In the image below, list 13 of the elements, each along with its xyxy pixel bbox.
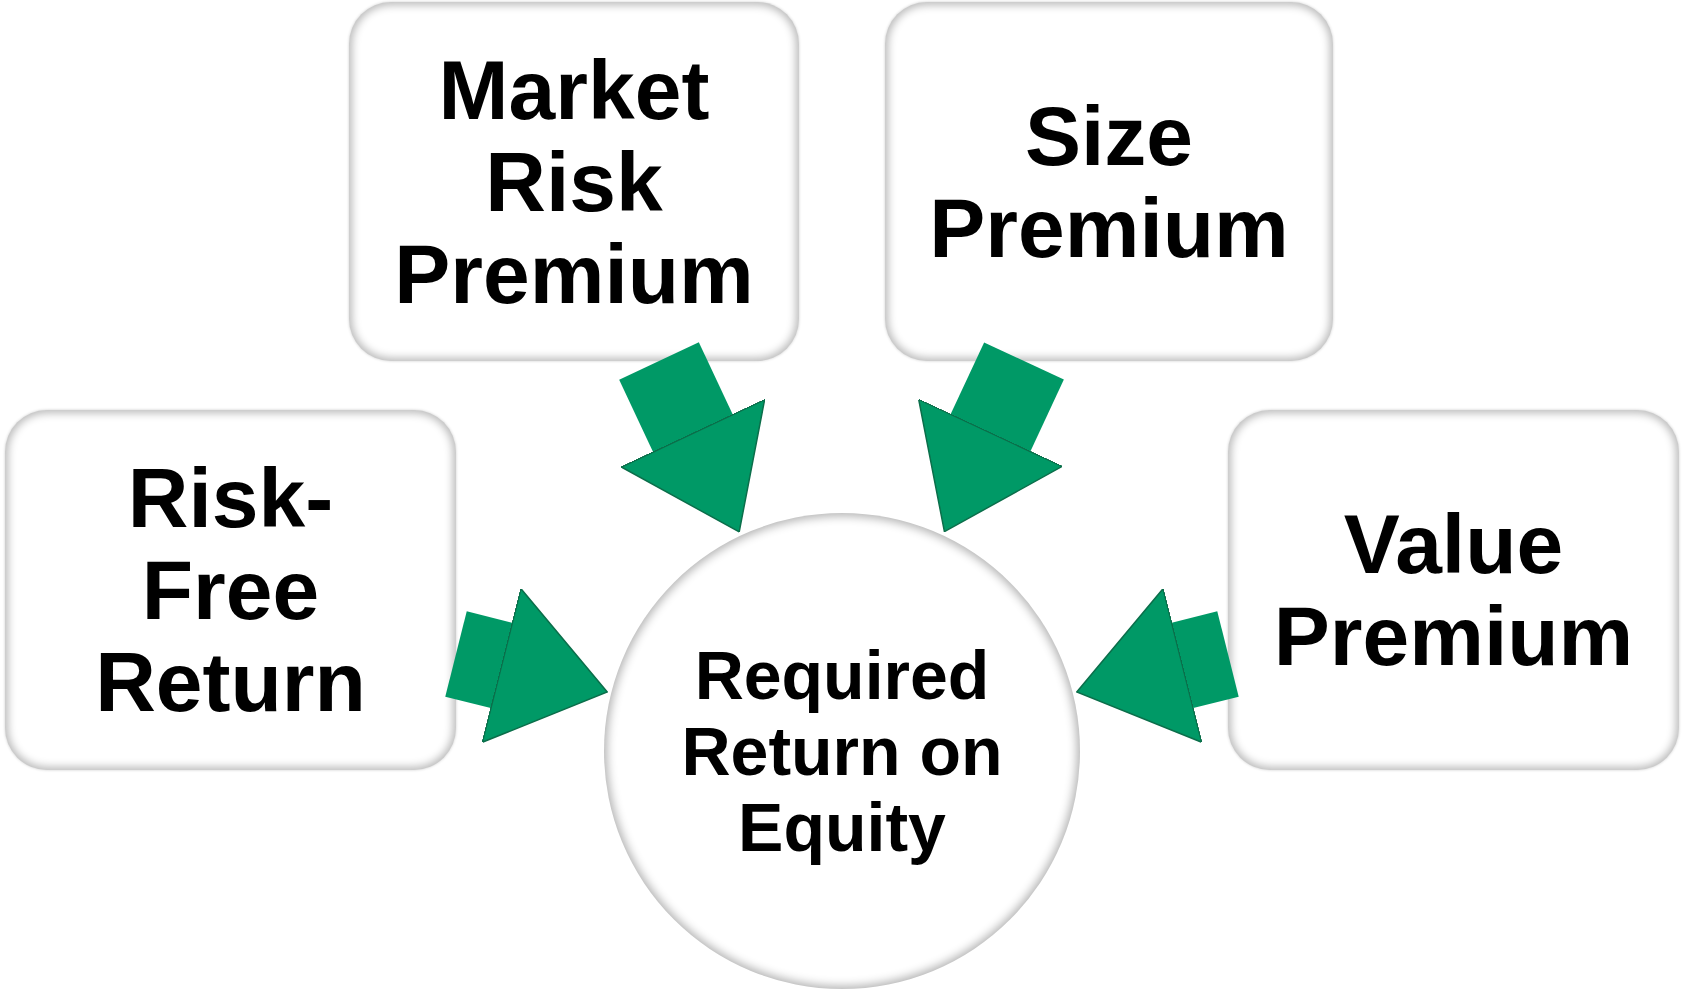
factor-label: Value Premium [1272, 498, 1635, 682]
factor-label: Market Risk Premium [393, 43, 755, 320]
factor-box [349, 2, 799, 361]
factor-box [1228, 410, 1679, 770]
factor-label: Size Premium [928, 89, 1290, 274]
block-arrow [1076, 587, 1239, 744]
factor-label: Risk-Free Return [94, 452, 367, 728]
factor-box [5, 410, 456, 770]
block-arrow [445, 587, 608, 744]
factor-box [885, 2, 1333, 361]
result-label: Required Return on Equity [680, 637, 1004, 865]
block-arrow [619, 342, 766, 533]
block-arrow [917, 342, 1064, 533]
